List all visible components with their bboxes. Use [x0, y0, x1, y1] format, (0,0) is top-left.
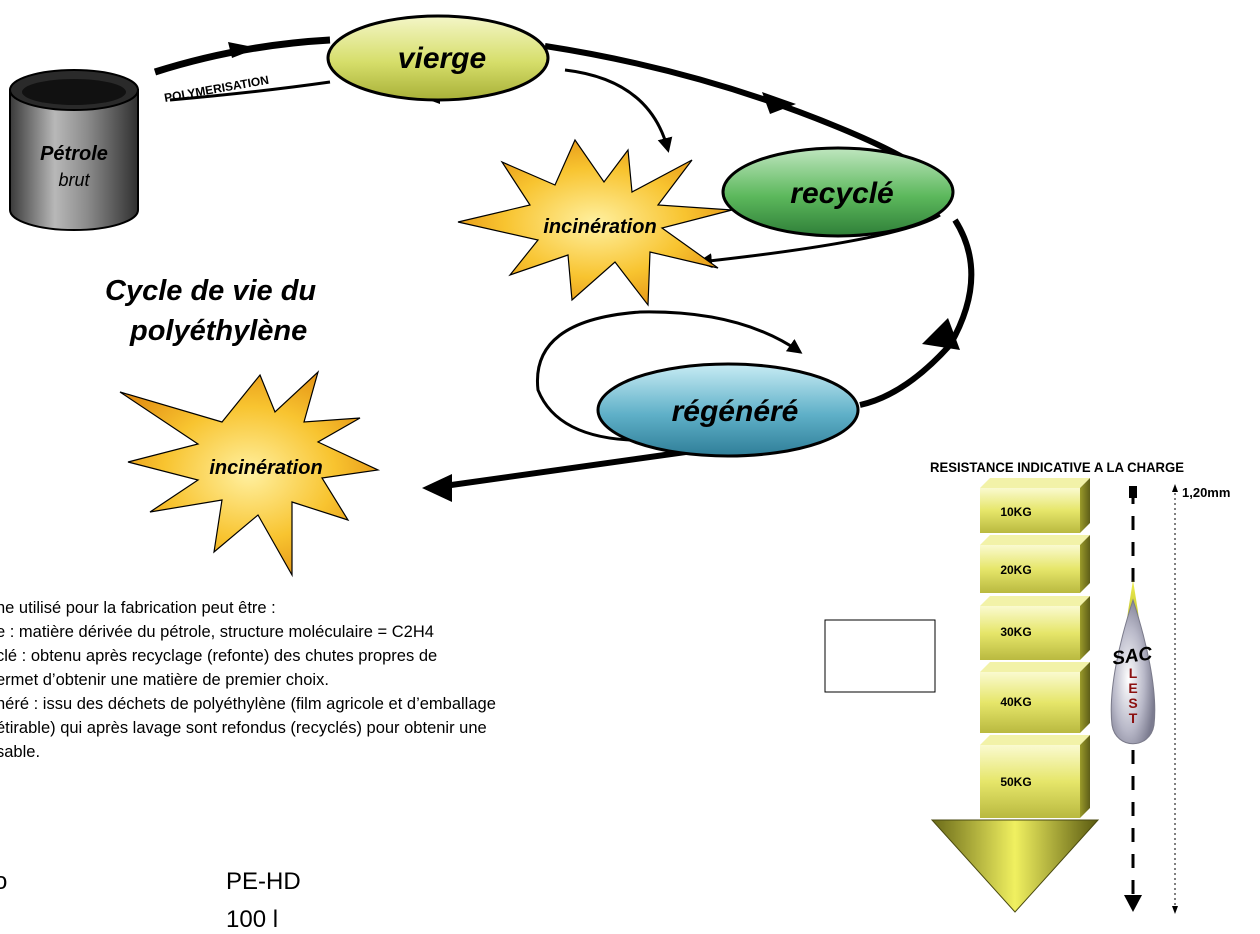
incineration-star-2: [119, 370, 381, 578]
load-label-50: 50KG: [1000, 775, 1031, 789]
load-label-40: 40KG: [1000, 695, 1031, 709]
cycle-title-line2: polyéthylène: [129, 315, 307, 347]
cycle-title-line1: Cycle de vie du: [105, 275, 316, 307]
load-box-40: [980, 662, 1090, 733]
description-line-1: ne utilisé pour la fabrication peut être…: [0, 599, 276, 617]
regenere-label: régénéré: [672, 395, 799, 428]
empty-box: [824, 619, 936, 693]
load-label-10: 10KG: [1000, 505, 1031, 519]
thickness-label: 1,20mm: [1182, 485, 1230, 500]
incineration-label-1: incinération: [543, 216, 656, 238]
load-box-30: [980, 596, 1090, 660]
load-box-20: [980, 535, 1090, 593]
description-line-3: clé : obtenu après recyclage (refonte) d…: [0, 647, 438, 665]
incineration-star-1: [457, 138, 733, 307]
vierge-label: vierge: [398, 42, 486, 75]
partial-bottom-text: 100 l: [226, 906, 279, 933]
load-box-50: [980, 735, 1090, 818]
load-label-30: 30KG: [1000, 625, 1031, 639]
load-box-10: [980, 478, 1090, 533]
resistance-title: RESISTANCE INDICATIVE A LA CHARGE: [930, 459, 1184, 475]
description-line-4: ermet d’obtenir une matière de premier c…: [0, 671, 329, 689]
incineration-label-2: incinération: [209, 457, 322, 479]
recycle-ellipse: [721, 146, 955, 238]
polymerisation-label: POLYMERISATION: [163, 73, 270, 105]
sac-lest-drop: [1110, 580, 1156, 745]
description-line-6: étirable) qui après lavage sont refondus…: [0, 719, 487, 737]
load-label-20: 20KG: [1000, 563, 1031, 577]
brut-label: brut: [58, 170, 90, 190]
description-line-7: sable.: [0, 743, 41, 761]
recycle-label: recyclé: [790, 177, 893, 210]
height-arrow-head: [1124, 895, 1142, 912]
petrole-barrel: [9, 69, 139, 231]
description-line-2: e : matière dérivée du pétrole, structur…: [0, 623, 434, 641]
pe-hd-label: PE-HD: [226, 868, 301, 895]
regenere-ellipse: [596, 362, 860, 458]
weight-cone: [930, 819, 1100, 913]
vierge-ellipse: [326, 14, 550, 102]
partial-left-text: o: [0, 868, 8, 895]
description-line-5: néré : issu des déchets de polyéthylène …: [0, 695, 496, 713]
petrole-label: Pétrole: [40, 143, 108, 165]
